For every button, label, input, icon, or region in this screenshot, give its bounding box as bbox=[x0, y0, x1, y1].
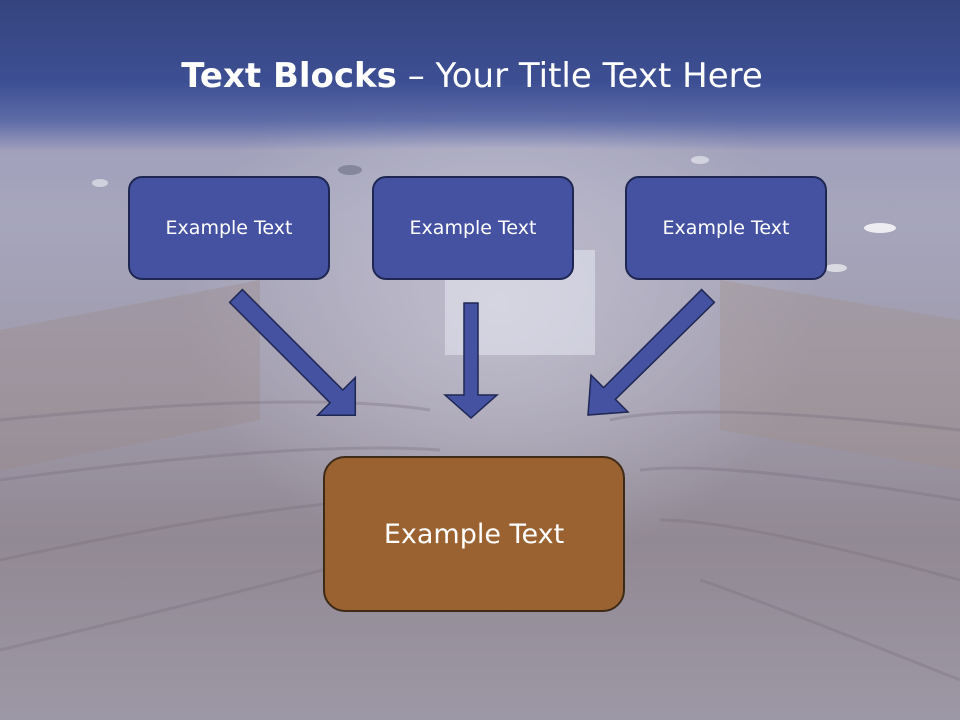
text-block-bottom[interactable]: Example Text bbox=[323, 456, 625, 612]
slide-title-rest: – Your Title Text Here bbox=[396, 56, 763, 96]
text-block-left[interactable]: Example Text bbox=[128, 176, 330, 280]
slide-title-bold: Text Blocks bbox=[181, 56, 397, 96]
text-block-left-label: Example Text bbox=[165, 217, 293, 239]
slide-title: Text Blocks – Your Title Text Here bbox=[0, 56, 944, 96]
title-bar bbox=[0, 0, 960, 150]
text-block-center-label: Example Text bbox=[409, 217, 537, 239]
text-block-right-label: Example Text bbox=[662, 217, 790, 239]
text-block-bottom-label: Example Text bbox=[383, 518, 565, 550]
text-block-right[interactable]: Example Text bbox=[625, 176, 827, 280]
text-block-center[interactable]: Example Text bbox=[372, 176, 574, 280]
